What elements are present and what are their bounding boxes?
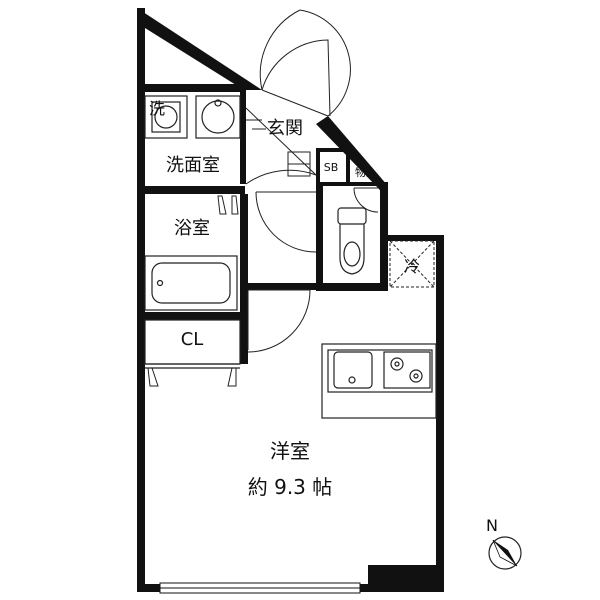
washroom-top-wall <box>145 84 245 92</box>
genkan-label: 玄関 <box>267 118 303 139</box>
compass-rose: N <box>486 516 522 570</box>
compass-north-label: N <box>486 516 498 535</box>
bottom-right-wall-block <box>368 565 444 592</box>
closet-door-legs <box>147 367 237 387</box>
interior-walls <box>145 84 444 364</box>
bottom-window <box>159 582 361 594</box>
reizoko-label: 冷 <box>404 257 420 276</box>
sentakuki-label: 洗 <box>149 99 165 118</box>
outer-walls <box>137 8 444 592</box>
bathtub <box>144 255 238 311</box>
washroom-right-wall <box>240 84 246 184</box>
yoshitsu-size-label: 約 9.3 帖 <box>248 475 333 499</box>
closet-box <box>144 319 241 369</box>
closet-right-wall <box>240 312 248 364</box>
toilet-top-wall <box>316 182 388 186</box>
left-wall <box>137 8 145 592</box>
closet-label: CL <box>181 329 204 350</box>
room-door <box>247 289 311 353</box>
monoire-label: 物入 <box>355 165 377 179</box>
toilet-right-wall <box>380 186 388 290</box>
yokushitsu-label: 浴室 <box>174 218 210 239</box>
top-right-wall-wedge <box>316 116 388 200</box>
sb-box-wall <box>316 150 320 186</box>
toilet <box>337 207 367 275</box>
refrigerator-space <box>389 240 435 288</box>
storage-divider <box>346 148 350 186</box>
kitchen-counter <box>321 343 437 419</box>
senmenjo-label: 洗面室 <box>166 155 220 176</box>
bath-bottom-wall <box>145 312 248 320</box>
stove <box>383 351 431 389</box>
toilet-bottom-wall <box>316 283 388 291</box>
bath-door <box>255 191 317 253</box>
right-wall <box>436 235 444 592</box>
yoshitsu-label: 洋室 <box>270 439 310 463</box>
top-left-wall-wedge <box>137 8 262 90</box>
bath-right-wall <box>240 194 248 318</box>
entrance-door <box>259 9 351 117</box>
kitchen-sink <box>333 351 373 389</box>
bath-vent <box>217 195 239 215</box>
sb-top-wall <box>316 148 346 152</box>
washroom-bottom-wall <box>145 186 245 194</box>
toilet-left-wall <box>316 186 323 290</box>
hall-bottom-wall <box>248 283 316 290</box>
genkan-step <box>287 151 311 177</box>
washing-machine-pan <box>144 95 188 139</box>
storage-door <box>353 187 379 213</box>
sb-label: SB <box>324 161 339 174</box>
fridge-top-wall <box>388 235 444 241</box>
washbasin <box>195 95 241 139</box>
